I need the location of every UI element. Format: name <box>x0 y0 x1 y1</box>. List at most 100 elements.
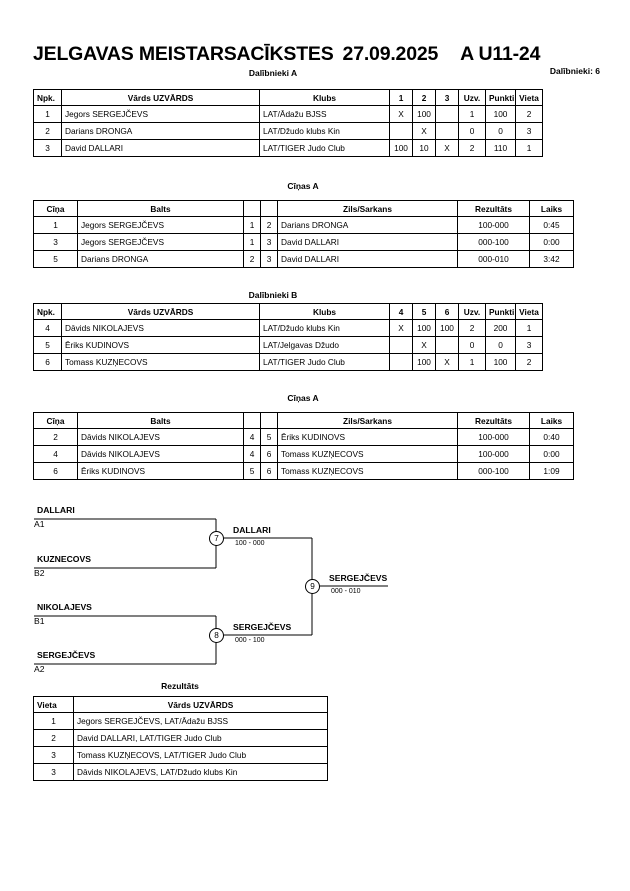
col-place: Vieta <box>515 89 543 106</box>
cell-vs-4 <box>389 353 413 371</box>
table-header-row: Npk. Vārds UZVĀRDS Klubs 4 5 6 Uzv. Punk… <box>33 303 543 320</box>
cell-npk: 4 <box>33 319 62 337</box>
cell-result: 000-010 <box>457 250 530 268</box>
cell-white: Jegors SERGEJČEVS <box>77 233 244 251</box>
bracket-match-winner: SERGEJČEVS <box>329 573 388 583</box>
cell-club: LAT/TIGER Judo Club <box>259 139 390 157</box>
bracket-match-winner: DALLARI <box>233 525 271 535</box>
col-white: Balts <box>77 412 244 429</box>
participants-count: Dalībnieki: 6 <box>549 66 600 76</box>
cell-result: 100-000 <box>457 428 530 446</box>
table-row: 2 David DALLARI, LAT/TIGER Judo Club <box>33 729 328 747</box>
bracket-match-score: 000 - 010 <box>331 588 361 595</box>
col-white-no <box>243 412 261 429</box>
cell-time: 0:00 <box>529 445 574 463</box>
cell-time: 3:42 <box>529 250 574 268</box>
col-blue: Zils/Sarkans <box>277 412 458 429</box>
cell-name: Dāvids NIKOLAJEVS <box>61 319 260 337</box>
participants-table-a: Npk. Vārds UZVĀRDS Klubs 1 2 3 Uzv. Punk… <box>33 89 543 157</box>
cell-white-no: 1 <box>243 216 261 234</box>
table-row: 4 Dāvids NIKOLAJEVS LAT/Džudo klubs Kin … <box>33 319 543 337</box>
cell-white-no: 1 <box>243 233 261 251</box>
cell-result: 000-100 <box>457 462 530 480</box>
cell-club: LAT/Jelgavas Džudo <box>259 336 390 354</box>
cell-npk: 3 <box>33 139 62 157</box>
cell-vs-1: X <box>389 105 413 123</box>
cell-blue: David DALLARI <box>277 233 458 251</box>
cell-blue: Tomass KUZŅECOVS <box>277 445 458 463</box>
tournament-category: A U11-24 <box>460 43 541 65</box>
participants-table-b: Npk. Vārds UZVĀRDS Klubs 4 5 6 Uzv. Punk… <box>33 303 543 371</box>
cell-place: 2 <box>515 353 543 371</box>
results-table: Vieta Vārds UZVĀRDS 1 Jegors SERGEJČEVS,… <box>33 696 328 781</box>
table-header-row: Cīņa Balts Zils/Sarkans Rezultāts Laiks <box>33 200 574 217</box>
tournament-name: JELGAVAS MEISTARSACĪKSTES <box>33 43 334 65</box>
cell-vs-5: 100 <box>412 353 436 371</box>
cell-blue: David DALLARI <box>277 250 458 268</box>
caption-fights-a-2: Cīņas A <box>287 393 319 403</box>
table-row: 2 Dāvids NIKOLAJEVS 4 5 Ēriks KUDINOVS 1… <box>33 428 574 446</box>
col-npk: Npk. <box>33 303 62 320</box>
cell-name: Darians DRONGA <box>61 122 260 140</box>
col-wins: Uzv. <box>458 303 486 320</box>
fights-table-1: Cīņa Balts Zils/Sarkans Rezultāts Laiks … <box>33 200 574 268</box>
cell-npk: 2 <box>33 122 62 140</box>
cell-blue: Tomass KUZŅECOVS <box>277 462 458 480</box>
cell-white: Darians DRONGA <box>77 250 244 268</box>
cell-npk: 5 <box>33 336 62 354</box>
col-white: Balts <box>77 200 244 217</box>
cell-time: 0:45 <box>529 216 574 234</box>
bracket-entry-seed: B2 <box>34 568 45 578</box>
bracket-match-number: 9 <box>305 579 320 594</box>
cell-fight-no: 1 <box>33 216 78 234</box>
cell-fight-no: 6 <box>33 462 78 480</box>
bracket-match-score: 100 - 000 <box>235 540 265 547</box>
col-vs-5: 5 <box>412 303 436 320</box>
table-row: 3 Dāvids NIKOLAJEVS, LAT/Džudo klubs Kin <box>33 763 328 781</box>
cell-name: Jegors SERGEJČEVS <box>61 105 260 123</box>
cell-points: 200 <box>485 319 516 337</box>
cell-vs-6: X <box>435 353 459 371</box>
col-name: Vārds UZVĀRDS <box>61 89 260 106</box>
table-row: 2 Darians DRONGA LAT/Džudo klubs Kin X 0… <box>33 122 543 140</box>
col-place: Vieta <box>515 303 543 320</box>
table-row: 1 Jegors SERGEJČEVS 1 2 Darians DRONGA 1… <box>33 216 574 234</box>
col-result: Rezultāts <box>457 200 530 217</box>
cell-club: LAT/Džudo klubs Kin <box>259 319 390 337</box>
cell-blue-no: 3 <box>260 233 278 251</box>
bracket-entry-seed: A1 <box>34 519 45 529</box>
table-row: 1 Jegors SERGEJČEVS LAT/Ādažu BJSS X 100… <box>33 105 543 123</box>
col-club: Klubs <box>259 303 390 320</box>
cell-white-no: 5 <box>243 462 261 480</box>
fights-table-2: Cīņa Balts Zils/Sarkans Rezultāts Laiks … <box>33 412 574 480</box>
col-points: Punkti <box>485 303 516 320</box>
cell-vs-1: 100 <box>389 139 413 157</box>
cell-name: Jegors SERGEJČEVS, LAT/Ādažu BJSS <box>73 712 328 730</box>
cell-vs-3 <box>435 105 459 123</box>
col-points: Punkti <box>485 89 516 106</box>
bracket-match-score: 000 - 100 <box>235 637 265 644</box>
cell-points: 0 <box>485 336 516 354</box>
col-club: Klubs <box>259 89 390 106</box>
table-row: 6 Tomass KUZŅECOVS LAT/TIGER Judo Club 1… <box>33 353 543 371</box>
cell-white: Ēriks KUDINOVS <box>77 462 244 480</box>
table-row: 5 Darians DRONGA 2 3 David DALLARI 000-0… <box>33 250 574 268</box>
cell-wins: 0 <box>458 336 486 354</box>
col-vs-6: 6 <box>435 303 459 320</box>
cell-fight-no: 2 <box>33 428 78 446</box>
cell-place: 3 <box>515 122 543 140</box>
col-place: Vieta <box>33 696 74 713</box>
caption-group-b: Dalībnieki B <box>248 290 298 300</box>
table-row: 5 Ēriks KUDINOVS LAT/Jelgavas Džudo X 0 … <box>33 336 543 354</box>
table-row: 4 Dāvids NIKOLAJEVS 4 6 Tomass KUZŅECOVS… <box>33 445 574 463</box>
col-blue-no <box>260 412 278 429</box>
col-blue-no <box>260 200 278 217</box>
cell-white: Dāvids NIKOLAJEVS <box>77 445 244 463</box>
cell-vs-3: X <box>435 139 459 157</box>
cell-club: LAT/TIGER Judo Club <box>259 353 390 371</box>
cell-name: Tomass KUZŅECOVS <box>61 353 260 371</box>
cell-blue: Darians DRONGA <box>277 216 458 234</box>
cell-white-no: 2 <box>243 250 261 268</box>
cell-white-no: 4 <box>243 445 261 463</box>
